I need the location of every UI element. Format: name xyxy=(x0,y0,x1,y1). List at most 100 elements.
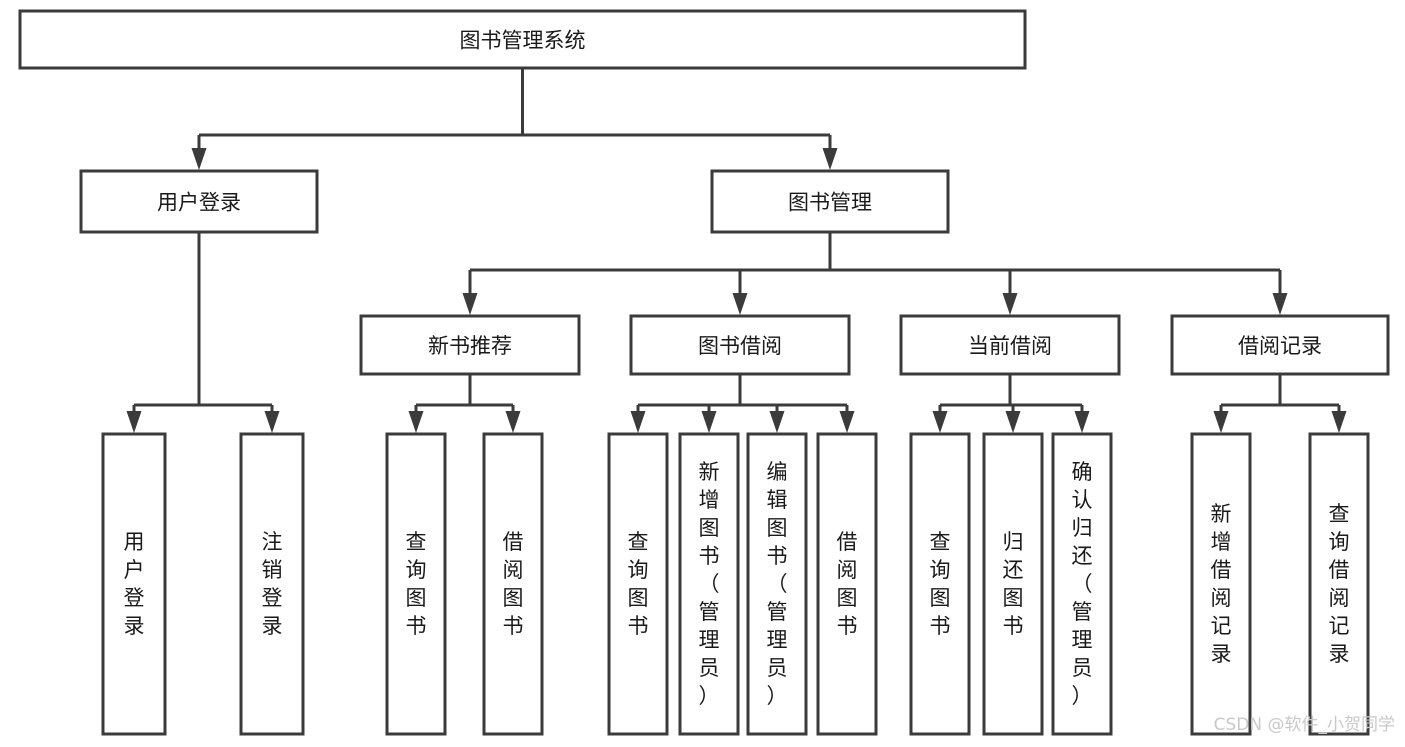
node-label-char: 增 xyxy=(699,488,720,512)
node-label-char: 员 xyxy=(1072,656,1093,680)
node-current-borrow[interactable]: 当前借阅 xyxy=(899,314,1121,376)
csdn-watermark: CSDN @软件_小贺同学 xyxy=(1214,715,1395,735)
node-label-char: （ xyxy=(1072,572,1093,596)
node-label-char: 图 xyxy=(767,516,788,540)
node-label-char: 询 xyxy=(406,558,427,582)
node-label-char: （ xyxy=(699,572,720,596)
node-layer: 图书管理系统用户登录图书管理新书推荐图书借阅当前借阅借阅记录用户登录注销登录查询… xyxy=(18,9,1390,736)
node-box-borrow-record xyxy=(1170,314,1390,376)
node-label-char: 借 xyxy=(1211,558,1232,582)
node-label-char: 书 xyxy=(628,614,649,638)
node-label-char: 管 xyxy=(767,600,788,624)
connector-group-borrow-record xyxy=(1213,374,1347,433)
node-box-current-borrow xyxy=(899,314,1121,376)
node-label-char: 理 xyxy=(1072,628,1093,652)
node-label-char: 阅 xyxy=(503,558,524,582)
node-label-char: 认 xyxy=(1072,488,1093,512)
node-label-char: 阅 xyxy=(1329,586,1350,610)
node-label-char: 编 xyxy=(767,460,788,484)
node-label-char: 阅 xyxy=(837,558,858,582)
node-root[interactable]: 图书管理系统 xyxy=(18,9,1027,70)
node-label-char: 图 xyxy=(837,586,858,610)
node-label-char: 记 xyxy=(1211,614,1232,638)
node-label-char: 阅 xyxy=(1211,586,1232,610)
node-box-leaf-query-book-1 xyxy=(385,432,447,736)
node-label-char: 图 xyxy=(699,516,720,540)
connector-group-current-borrow xyxy=(932,374,1090,433)
node-label-char: 辑 xyxy=(767,488,788,512)
node-label-char: 询 xyxy=(930,558,951,582)
node-label-char: 录 xyxy=(262,614,283,638)
node-box-leaf-query-book-3 xyxy=(909,432,971,736)
node-label-book-borrow: 图书借阅 xyxy=(698,334,782,358)
node-label-char: 录 xyxy=(124,614,145,638)
node-label-char: 书 xyxy=(503,614,524,638)
node-label-char: 书 xyxy=(1003,614,1024,638)
node-label-root: 图书管理系统 xyxy=(460,29,586,53)
node-label-char: 录 xyxy=(1211,642,1232,666)
node-label-char: 归 xyxy=(1003,530,1024,554)
node-label-char: （ xyxy=(767,572,788,596)
node-label-char: 销 xyxy=(262,558,283,582)
node-label-char: ） xyxy=(1072,684,1093,708)
node-label-char: 管 xyxy=(1072,600,1093,624)
node-book-borrow[interactable]: 图书借阅 xyxy=(629,314,851,376)
node-label-char: 归 xyxy=(1072,516,1093,540)
node-label-char: 员 xyxy=(699,656,720,680)
node-new-book-rec[interactable]: 新书推荐 xyxy=(359,314,581,376)
node-label-char: 还 xyxy=(1072,544,1093,568)
node-user-login[interactable]: 用户登录 xyxy=(79,169,319,234)
node-label-char: 员 xyxy=(767,656,788,680)
node-box-leaf-user-login xyxy=(101,432,167,736)
node-label-char: 书 xyxy=(699,544,720,568)
node-borrow-record[interactable]: 借阅记录 xyxy=(1170,314,1390,376)
node-label-char: 图 xyxy=(503,586,524,610)
node-box-leaf-add-record xyxy=(1190,432,1252,736)
node-leaf-user-login[interactable]: 用户登录 xyxy=(101,432,167,736)
node-label-char: 登 xyxy=(262,586,283,610)
node-label-char: 增 xyxy=(1211,530,1232,554)
node-book-admin[interactable]: 图书管理 xyxy=(710,169,950,234)
node-label-char: 注 xyxy=(262,530,283,554)
node-label-char: ） xyxy=(699,684,720,708)
node-label-char: 新 xyxy=(1211,502,1232,526)
node-label-new-book-rec: 新书推荐 xyxy=(428,334,512,358)
node-label-char: 登 xyxy=(124,586,145,610)
node-label-char: 户 xyxy=(124,558,145,582)
connector-group-user-login xyxy=(126,232,280,433)
node-label-char: 新 xyxy=(699,460,720,484)
node-label-current-borrow: 当前借阅 xyxy=(968,334,1052,358)
node-label-char: 记 xyxy=(1329,614,1350,638)
node-box-leaf-add-book xyxy=(678,432,740,736)
node-box-book-admin xyxy=(710,169,950,234)
node-box-new-book-rec xyxy=(359,314,581,376)
node-label-book-admin: 图书管理 xyxy=(788,191,872,215)
connector-group-book-borrow xyxy=(630,374,855,433)
node-label-char: 询 xyxy=(1329,530,1350,554)
node-box-user-login xyxy=(79,169,319,234)
node-label-char: 确 xyxy=(1072,460,1093,484)
node-label-char: ） xyxy=(767,684,788,708)
node-box-leaf-confirm-return xyxy=(1051,432,1113,736)
node-label-char: 书 xyxy=(837,614,858,638)
node-box-root xyxy=(18,9,1027,70)
connector-layer xyxy=(126,68,1347,433)
node-box-leaf-edit-book xyxy=(746,432,808,736)
node-label-char: 图 xyxy=(406,586,427,610)
node-box-leaf-borrow-book-2 xyxy=(816,432,878,736)
node-label-char: 查 xyxy=(1329,502,1350,526)
node-label-char: 还 xyxy=(1003,558,1024,582)
